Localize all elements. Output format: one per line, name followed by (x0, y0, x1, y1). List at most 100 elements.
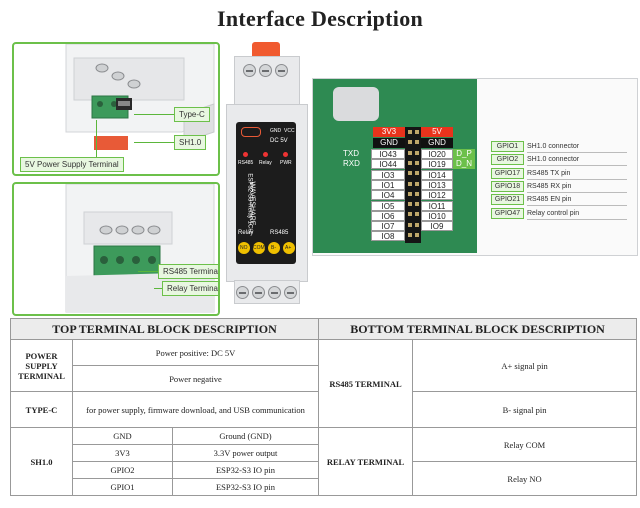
left-pin-func (343, 190, 369, 200)
right-pin-func: D_P (453, 149, 475, 159)
type-c-port (241, 127, 261, 137)
rs485-a-desc: A+ signal pin (412, 339, 638, 392)
terminal-description-table: TOP TERMINAL BLOCK DESCRIPTION BOTTOM TE… (9, 318, 638, 496)
sh1-pin-gpio2: GPIO2 (72, 461, 173, 479)
header-pin (415, 202, 419, 207)
led-rs485 (243, 152, 248, 157)
gpio-legend-desc: RS485 EN pin (527, 194, 627, 207)
header-pin (415, 150, 419, 155)
left-pin-io: IO3 (371, 169, 405, 180)
left-pin-func: TXD (343, 149, 359, 158)
rs485-leader (138, 271, 158, 272)
power-supply-terminal-name: POWER SUPPLY TERMINAL (10, 339, 73, 392)
power-positive-desc: Power positive: DC 5V (71, 339, 320, 366)
left-pin-row: TXD IO43 (343, 149, 405, 159)
gpio-legend-desc: Relay control pin (527, 208, 627, 220)
right-pin-func: D_N (453, 159, 475, 170)
sh1-leader (134, 142, 174, 143)
right-pin-row: IO14 (421, 169, 477, 180)
bottom-screw-2 (252, 286, 265, 299)
rs485-terminal-label: RS485 Terminal (158, 264, 218, 279)
gpio-legend-desc: SH1.0 connector (527, 154, 627, 167)
type-c-label: Type-C (174, 107, 210, 122)
header-pin (408, 233, 412, 237)
top-screw-1 (243, 64, 256, 77)
left-pin-func (343, 211, 369, 221)
header-pin (408, 181, 412, 186)
header-pin (415, 233, 419, 237)
top-screw-2 (259, 64, 272, 77)
page-title: Interface Description (216, 6, 424, 31)
top-terminal-header: TOP TERMINAL BLOCK DESCRIPTION (9, 318, 320, 340)
gpio-legend-tag: GPIO17 (491, 167, 524, 179)
header-pin (415, 130, 419, 134)
header-pin (408, 191, 412, 196)
gpio-legend-tag: GPIO2 (491, 154, 524, 166)
terminal-a (283, 242, 295, 254)
rs485-b-desc: B- signal pin (412, 391, 638, 428)
sh1-pin-gnd: GND (72, 427, 173, 445)
header-pin (408, 150, 412, 155)
led-pwr-label: PWR (280, 160, 292, 166)
top-screw-3 (275, 64, 288, 77)
sh1-label: SH1.0 (174, 135, 207, 150)
left-pin-io: IO5 (371, 200, 405, 211)
front-panel (236, 122, 296, 264)
relay-com-desc: Relay COM (412, 427, 638, 462)
header-pin (415, 212, 419, 217)
gpio-legend-desc: SH1.0 connector (527, 141, 627, 153)
terminal-b (268, 242, 280, 254)
left-pin-io: IO6 (371, 210, 405, 221)
power-negative-desc: Power negative (71, 365, 320, 392)
left-pin-func (343, 221, 369, 231)
led-pwr (283, 152, 288, 157)
left-pin-row: IO3 (343, 169, 405, 180)
gpio-legend-tag: GPIO21 (491, 194, 524, 206)
right-pin-io: IO11 (421, 200, 453, 211)
left-pin-func: RXD (343, 159, 360, 169)
relay-no-desc: Relay NO (412, 461, 638, 496)
top-terminal-photo-panel: Type-C SH1.0 5V Power Supply Terminal (12, 42, 220, 176)
sh1-desc-gpio1: ESP32-S3 IO pin (171, 478, 320, 496)
sh1-name: SH1.0 (10, 427, 73, 496)
relay-leader (154, 288, 162, 289)
pin-header-dots (405, 127, 421, 243)
header-pin (415, 140, 419, 145)
right-pin-io: IO20 (421, 149, 453, 159)
sh1-pin-3v3: 3V3 (72, 444, 173, 462)
type-c-leader (134, 114, 174, 115)
terminal-no-label: NO (240, 245, 248, 251)
left-pin-io: IO43 (371, 149, 405, 159)
led-relay-label: Relay (259, 160, 272, 166)
header-pin (408, 140, 412, 145)
terminal-b-label: B- (271, 245, 276, 251)
gpio-legend-desc: RS485 RX pin (527, 181, 627, 193)
bottom-screw-3 (268, 286, 281, 299)
left-pin-row: IO1 (343, 179, 405, 190)
gpio-legend-tag: GPIO18 (491, 180, 524, 192)
left-pin-io: IO4 (371, 190, 405, 201)
left-pin-io: IO1 (371, 179, 405, 190)
header-pin (408, 160, 412, 165)
rs485-terminal-name: RS485 TERMINAL (318, 339, 414, 428)
relay-terminal-label: Relay Terminal (162, 281, 218, 296)
bottom-terminal-header: BOTTOM TERMINAL BLOCK DESCRIPTION (318, 318, 638, 340)
gnd-top-label: GND (270, 128, 282, 134)
right-pin-row: IO13 (421, 179, 477, 190)
left-pin-io: IO7 (371, 221, 405, 232)
bottom-terminal-photo-panel: RS485 Terminal Relay Terminal (12, 182, 220, 316)
type-c-desc: for power supply, firmware download, and… (71, 391, 320, 428)
sh1-desc-3v3: 3.3V power output (171, 444, 320, 462)
left-pin-row: IO5 (343, 200, 405, 211)
header-pin (415, 171, 419, 176)
left-pin-io: IO8 (371, 231, 405, 242)
left-pin-func (343, 201, 369, 211)
power-terminal-label: 5V Power Supply Terminal (20, 157, 124, 172)
gpio-legend-tag: GPIO47 (491, 207, 524, 219)
right-pin-io: IO14 (421, 169, 453, 180)
model-text: ESP32-S3-Relay-1CH (246, 173, 253, 233)
gpio-legend-desc: RS485 TX pin (527, 168, 627, 180)
